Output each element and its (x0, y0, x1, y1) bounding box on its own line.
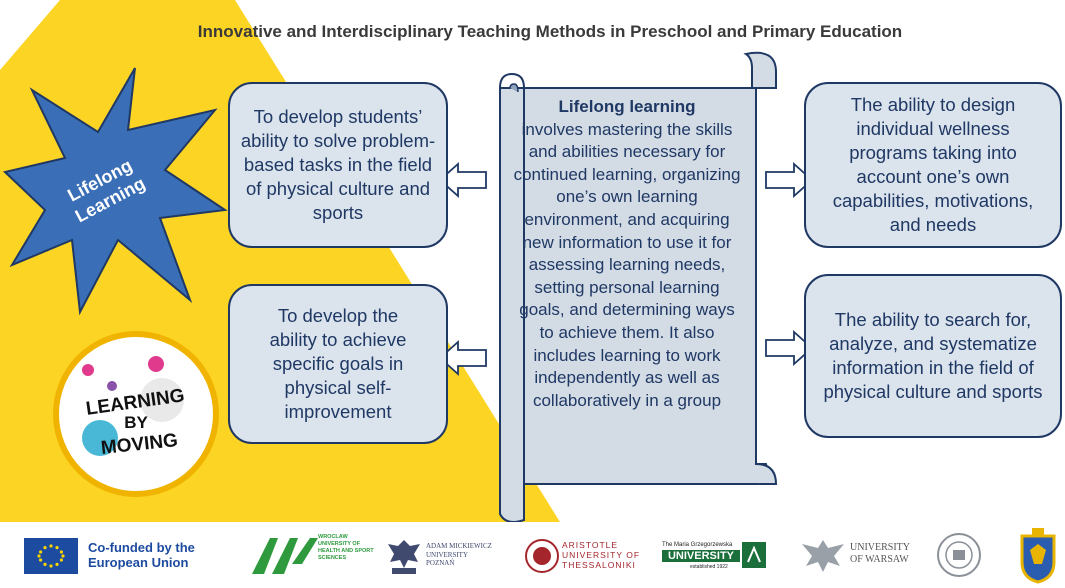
coat-of-arms-icon (1020, 528, 1056, 584)
footer-logos: Co-funded by the European Union WROCLAW … (0, 522, 1065, 588)
warsaw-text: UNIVERSITY OF WARSAW (850, 542, 910, 565)
center-text: Lifelong learning involves mastering the… (512, 96, 742, 412)
eu-cofunded-text: Co-funded by the European Union (88, 540, 195, 570)
arrow-right-bottom (765, 329, 814, 367)
learning-by-moving-logo: LEARNING BY MOVING (53, 331, 219, 497)
star-burst-shape (2, 67, 228, 316)
university-seal-icon (937, 533, 981, 577)
eu-flag-icon (24, 538, 78, 574)
uam-eagle-icon (388, 540, 420, 574)
arrow-right-top (765, 161, 814, 199)
lbm-line2: BY (124, 413, 148, 432)
aristotle-seal-icon (525, 539, 559, 573)
box-top-left: To develop students’ ability to solve pr… (228, 82, 448, 248)
grzegorzewska-text: UNIVERSITY (662, 550, 740, 562)
wroclaw-logo-icon (252, 538, 318, 574)
box-bottom-right: The ability to search for, analyze, and … (804, 274, 1062, 438)
grzegorzewska-sub: established 1922 (690, 564, 728, 570)
grzegorzewska-top: The Maria Grzegorzewska (662, 542, 733, 548)
arrow-left-top (438, 161, 487, 199)
arrow-left-bottom (438, 339, 487, 377)
center-body: involves mastering the skills and abilit… (513, 119, 741, 410)
wroclaw-text: WROCLAW UNIVERSITY OF HEALTH AND SPORT S… (318, 534, 374, 561)
uam-text: ADAM MICKIEWICZ UNIVERSITY POZNAŃ (426, 542, 492, 567)
aristotle-text: ARISTOTLE UNIVERSITY OF THESSALONIKI (562, 540, 641, 570)
box-bottom-left: To develop the ability to achieve specif… (228, 284, 448, 444)
grzegorzewska-icon (742, 542, 766, 568)
center-heading: Lifelong learning (558, 97, 696, 116)
warsaw-eagle-icon (802, 540, 844, 572)
box-top-right: The ability to design individual wellnes… (804, 82, 1062, 248)
page-title: Innovative and Interdisciplinary Teachin… (197, 22, 903, 41)
scroll-shape (499, 51, 778, 523)
